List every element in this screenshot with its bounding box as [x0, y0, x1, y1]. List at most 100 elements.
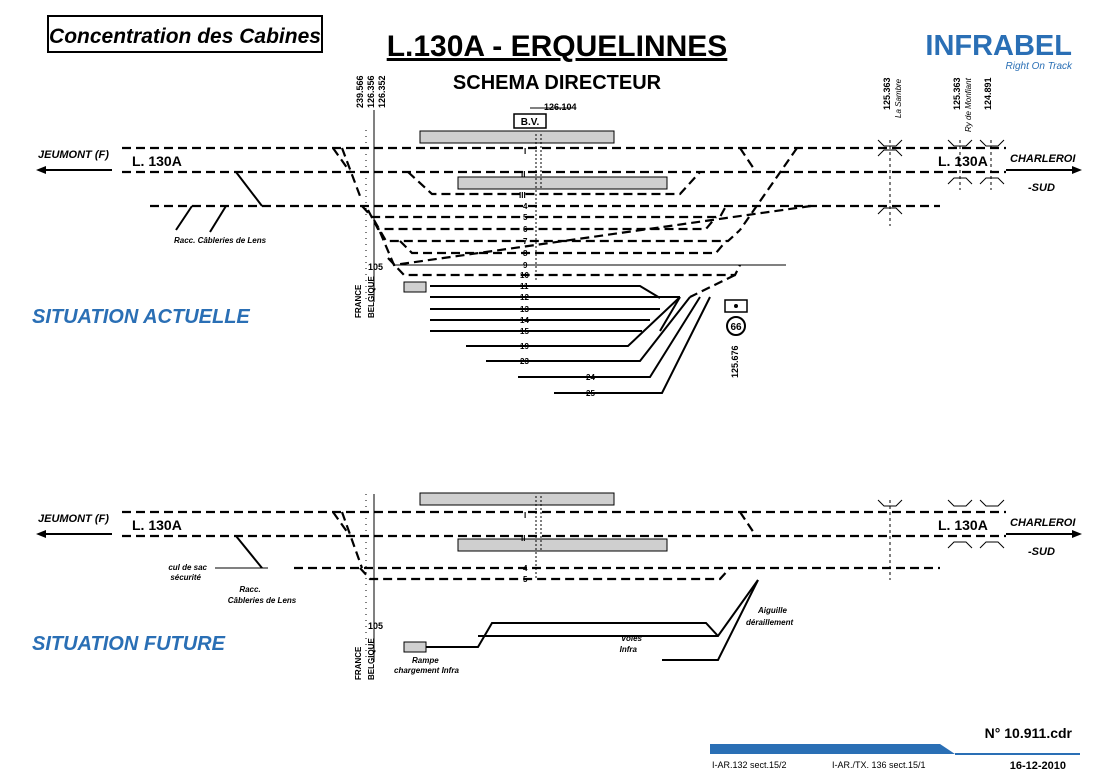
- track-5: [361, 205, 727, 219]
- footer-bar: [710, 744, 955, 754]
- diagram-future: JEUMONT (F) L. 130A L. 130A CHARLEROI -S…: [32, 492, 1082, 680]
- label-france: FRANCE: [354, 284, 363, 318]
- label-france: FRANCE: [354, 646, 363, 680]
- connector: [739, 511, 757, 537]
- km-126352: 126.352: [377, 75, 387, 108]
- label-rampe-2: chargement Infra: [394, 666, 459, 675]
- label-belgique: BELGIQUE: [367, 276, 376, 318]
- track-9: [378, 204, 812, 267]
- infra-track-2: [478, 579, 759, 637]
- track-number: 13: [520, 305, 529, 314]
- km-126356: 126.356: [366, 75, 376, 108]
- label-line-left: L. 130A: [132, 153, 182, 169]
- platform-3: [403, 281, 427, 293]
- track-5: [359, 567, 731, 581]
- label-line-left: L. 130A: [132, 517, 182, 533]
- label-voies-1: Voies: [621, 634, 643, 643]
- label-aiguille-1: Aiguille: [757, 606, 787, 615]
- label-bg: [930, 516, 992, 532]
- track-number: 15: [520, 327, 529, 336]
- main-title: L.130A - ERQUELINNES: [387, 30, 728, 63]
- track-number: 8: [523, 249, 528, 258]
- km-126104: 126.104: [544, 102, 577, 112]
- platform-1: [419, 492, 615, 506]
- connector: [689, 274, 736, 298]
- km-ry-de-monfiant: Ry de Monfiant: [964, 77, 973, 132]
- track-number: 25: [586, 389, 595, 398]
- km-124891: 124.891: [983, 77, 993, 110]
- label-cul-de-sac-2: sécurité: [170, 573, 201, 582]
- track-24: [518, 296, 701, 378]
- label-line-right: L. 130A: [938, 517, 988, 533]
- label-rampe-1: Rampe: [412, 656, 439, 665]
- label-charleroi-sud: -SUD: [1028, 546, 1055, 558]
- raccord-link: [235, 535, 263, 569]
- raccord-branch: [209, 205, 227, 233]
- connector: [332, 147, 351, 173]
- title-box: [47, 15, 323, 53]
- label-cul-de-sac-1: cul de sac: [168, 563, 207, 572]
- infra-track-3: [662, 579, 759, 661]
- bv-label: B.V.: [521, 117, 540, 128]
- label-jeumont: JEUMONT (F): [38, 149, 109, 161]
- label-raccord-1: Racc.: [239, 585, 260, 594]
- connector: [739, 147, 757, 173]
- track-number: 24: [586, 373, 595, 382]
- km-125363-a: 125.363: [882, 77, 892, 110]
- label-bg: [930, 152, 992, 168]
- track-8: [399, 240, 727, 255]
- logo-text: INFRABEL: [925, 30, 1072, 62]
- raccord-branch: [175, 205, 193, 231]
- bv-box: [513, 113, 547, 129]
- signal-66: [726, 316, 746, 336]
- track-number: 14: [520, 316, 529, 325]
- infrabel-logo: INFRABEL Right On Track: [925, 30, 1073, 72]
- track-6: [367, 209, 717, 231]
- subtitle: SCHEMA DIRECTEUR: [453, 72, 662, 94]
- platform-2: [457, 538, 668, 552]
- track-number: 10: [520, 271, 529, 280]
- arrow-charleroi-head: [1072, 530, 1082, 538]
- label-line-right: L. 130A: [938, 153, 988, 169]
- track-numbers-future: I II 4 5: [521, 511, 528, 584]
- track-number: II: [521, 534, 525, 543]
- connector: [332, 511, 351, 537]
- label-voies-2: Infra: [620, 645, 638, 654]
- track-number: 5: [523, 575, 528, 584]
- km-239566: 239.566: [355, 75, 365, 108]
- track-10: [387, 257, 741, 277]
- label-raccord-lens: Racc. Câbleries de Lens: [174, 236, 267, 245]
- signal-66-label: 66: [730, 322, 742, 333]
- track-number: 12: [520, 293, 529, 302]
- logo-tagline: Right On Track: [1006, 61, 1073, 72]
- label-aiguille-2: déraillement: [746, 618, 793, 627]
- label-charleroi-sud: -SUD: [1028, 182, 1055, 194]
- track-23: [486, 296, 691, 362]
- track-number: III: [519, 191, 526, 200]
- footer: N° 10.911.cdr I-AR.132 sect.15/2 I-AR./T…: [710, 725, 1080, 772]
- fan-1: [659, 296, 681, 332]
- border-km: 105: [368, 262, 383, 272]
- connector: [739, 147, 798, 231]
- track-numbers-actual: I II III 4 5 6 7 8 9 10 11 12 13 14 15 1…: [519, 147, 595, 398]
- diagram-actual: JEUMONT (F) L. 130A L. 130A CHARLEROI -S…: [32, 107, 1082, 398]
- track-number: 11: [520, 282, 529, 291]
- label-bg: [122, 516, 184, 532]
- footer-ref-1: I-AR.132 sect.15/2: [712, 760, 787, 770]
- bridge-marks: [877, 499, 1005, 580]
- track-number: II: [521, 170, 525, 179]
- track-number: 19: [520, 342, 529, 351]
- footer-ref-2: I-AR./TX. 136 sect.15/1: [832, 760, 926, 770]
- bridge-marks: [877, 139, 1005, 226]
- section-future-title: SITUATION FUTURE: [32, 633, 226, 655]
- track-number: I: [524, 511, 526, 520]
- connector: [340, 147, 362, 197]
- track-number: 7: [523, 237, 528, 246]
- arrow-charleroi-head: [1072, 166, 1082, 174]
- track-25: [554, 296, 711, 394]
- track-number: 9: [523, 261, 528, 270]
- km-125363-b: 125.363: [952, 77, 962, 110]
- label-charleroi: CHARLEROI: [1010, 153, 1076, 165]
- km-la-sambre: La Sambre: [894, 78, 903, 118]
- connector: [340, 511, 364, 569]
